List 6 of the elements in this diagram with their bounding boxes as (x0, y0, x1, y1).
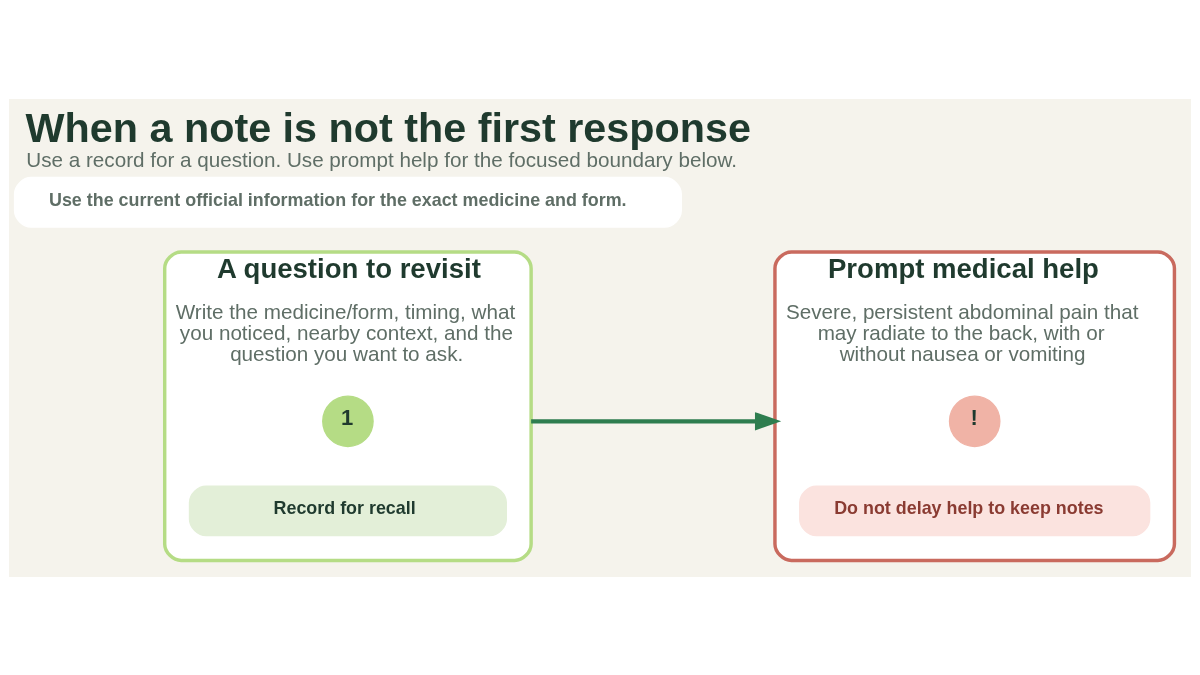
node-circle: ! (948, 395, 1001, 447)
node-box: Record for recall (188, 484, 507, 536)
node-box: Do not delay help to keep notes (799, 484, 1151, 536)
node-circle: 1 (322, 395, 374, 447)
diagram-title: When a note is not the first response (25, 104, 751, 151)
arrow (531, 411, 782, 431)
